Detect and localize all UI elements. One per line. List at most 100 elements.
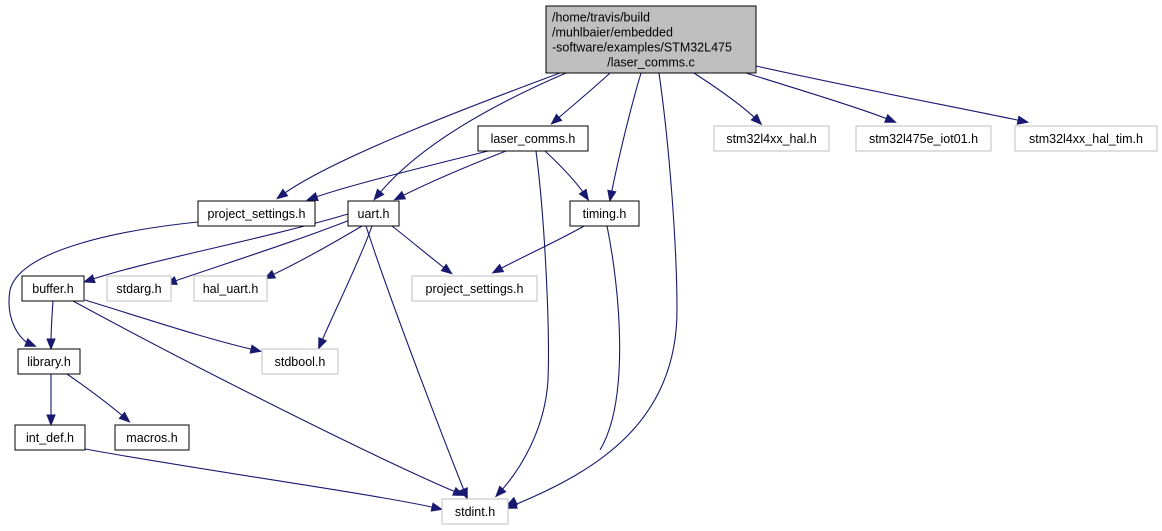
nodes-layer: /home/travis/build/muhlbaier/embedded-so… bbox=[14, 5, 1158, 525]
arrowhead bbox=[884, 113, 897, 123]
arrowhead bbox=[750, 113, 763, 126]
node-label: project_settings.h bbox=[426, 282, 524, 296]
edge-line bbox=[8, 221, 199, 345]
edge-root-to-project_settings_h bbox=[276, 72, 561, 200]
edge-line bbox=[599, 225, 621, 451]
edge-timing_h-to-stdint_h bbox=[505, 225, 621, 507]
node-label: hal_uart.h bbox=[203, 282, 259, 296]
node-box bbox=[21, 275, 85, 302]
edge-line bbox=[499, 150, 549, 493]
node-int-def-h[interactable]: int_def.h bbox=[14, 424, 86, 451]
edge-buffer_h-to-stdint_h bbox=[72, 300, 465, 496]
edge-uart_h-to-stdarg_h bbox=[165, 217, 356, 286]
node-box bbox=[193, 275, 268, 302]
node-project-settings-h[interactable]: project_settings.h bbox=[197, 200, 316, 227]
arrowhead bbox=[440, 263, 453, 275]
arrowhead bbox=[46, 414, 56, 427]
node-library-h[interactable]: library.h bbox=[17, 348, 81, 375]
node-label: /laser_comms.c bbox=[607, 56, 695, 70]
edge-project_settings_h-to-library_h bbox=[8, 221, 199, 347]
node-label: buffer.h bbox=[32, 282, 74, 296]
edge-line bbox=[399, 150, 507, 198]
arrowhead bbox=[578, 188, 590, 202]
node-box bbox=[14, 424, 86, 451]
edges-layer bbox=[8, 65, 1030, 512]
arrowhead bbox=[249, 344, 263, 354]
edge-library_h-to-macros_h bbox=[66, 373, 131, 423]
edge-uart_h-to-project_settings_h_ext bbox=[391, 225, 453, 275]
node-box bbox=[17, 348, 81, 375]
edge-line bbox=[320, 225, 373, 344]
node-box bbox=[197, 200, 316, 227]
edge-line bbox=[281, 72, 561, 196]
node-label: project_settings.h bbox=[208, 207, 306, 221]
node-stm32l475e-iot01-h[interactable]: stm32l475e_iot01.h bbox=[855, 125, 992, 152]
arrowhead bbox=[430, 502, 444, 512]
node-laser-comms-h[interactable]: laser_comms.h bbox=[477, 125, 589, 152]
node-stm32l4xx-hal-h[interactable]: stm32l4xx_hal.h bbox=[713, 125, 830, 152]
arrowhead bbox=[46, 338, 56, 351]
edge-line bbox=[497, 225, 585, 271]
edge-line bbox=[610, 72, 642, 196]
node-box bbox=[545, 5, 757, 74]
node-stdbool-h[interactable]: stdbool.h bbox=[261, 348, 339, 375]
edge-line bbox=[72, 300, 459, 494]
arrowhead bbox=[1016, 115, 1030, 125]
edge-line bbox=[745, 72, 891, 121]
node-project-settings-h-ext[interactable]: project_settings.h bbox=[411, 275, 538, 302]
arrowhead bbox=[550, 113, 563, 125]
node-label: /muhlbaier/embedded bbox=[552, 26, 673, 40]
edge-line bbox=[269, 225, 363, 277]
node-stdint-h[interactable]: stdint.h bbox=[441, 498, 509, 525]
edge-root-to-uart_h bbox=[373, 72, 567, 201]
arrowhead bbox=[276, 188, 289, 200]
node-box bbox=[347, 200, 400, 227]
edge-line bbox=[84, 448, 437, 509]
edge-line bbox=[312, 150, 489, 199]
arrowhead bbox=[452, 486, 465, 496]
arrowhead bbox=[607, 189, 617, 203]
edge-line bbox=[544, 150, 586, 196]
node-stm32l4xx-hal-tim-h[interactable]: stm32l4xx_hal_tim.h bbox=[1014, 125, 1158, 152]
edge-line bbox=[555, 72, 611, 121]
node-buffer-h[interactable]: buffer.h bbox=[21, 275, 85, 302]
arrowhead bbox=[505, 496, 519, 507]
node-label: stm32l4xx_hal_tim.h bbox=[1029, 132, 1143, 146]
node-box bbox=[1014, 125, 1158, 152]
edge-timing_h-to-project_settings_h_ext bbox=[491, 225, 585, 274]
node-label: laser_comms.h bbox=[491, 132, 576, 146]
node-label: stdarg.h bbox=[116, 282, 161, 296]
node-box bbox=[106, 275, 172, 302]
node-label: stdint.h bbox=[455, 505, 495, 519]
node-box bbox=[855, 125, 992, 152]
arrowhead bbox=[373, 188, 385, 201]
node-box bbox=[477, 125, 589, 152]
edge-uart_h-to-stdint_h bbox=[365, 225, 468, 500]
edge-line bbox=[755, 65, 1023, 122]
node-label: macros.h bbox=[126, 431, 177, 445]
node-label: uart.h bbox=[358, 207, 390, 221]
edge-line bbox=[50, 300, 54, 344]
edge-line bbox=[511, 72, 678, 507]
node-stdarg-h[interactable]: stdarg.h bbox=[106, 275, 172, 302]
arrowhead bbox=[118, 411, 131, 423]
node-hal-uart-h[interactable]: hal_uart.h bbox=[193, 275, 268, 302]
node-label: int_def.h bbox=[26, 431, 74, 445]
edge-library_h-to-int_def_h bbox=[46, 374, 56, 427]
arrowhead bbox=[24, 337, 37, 347]
edge-line bbox=[365, 225, 466, 494]
node-box bbox=[713, 125, 830, 152]
node-macros-h[interactable]: macros.h bbox=[114, 424, 190, 451]
node-timing-h[interactable]: timing.h bbox=[569, 200, 640, 227]
node-label: stm32l475e_iot01.h bbox=[869, 132, 978, 146]
edge-line bbox=[377, 72, 567, 196]
edge-uart_h-to-stdbool_h bbox=[318, 225, 373, 350]
edge-root-to-laser_comms_h bbox=[550, 72, 611, 125]
edge-line bbox=[693, 72, 758, 121]
arrowhead bbox=[393, 190, 407, 201]
node-uart-h[interactable]: uart.h bbox=[347, 200, 400, 227]
node-label: stdbool.h bbox=[275, 355, 326, 369]
edge-line bbox=[391, 225, 448, 271]
node-root[interactable]: /home/travis/build/muhlbaier/embedded-so… bbox=[545, 5, 757, 74]
